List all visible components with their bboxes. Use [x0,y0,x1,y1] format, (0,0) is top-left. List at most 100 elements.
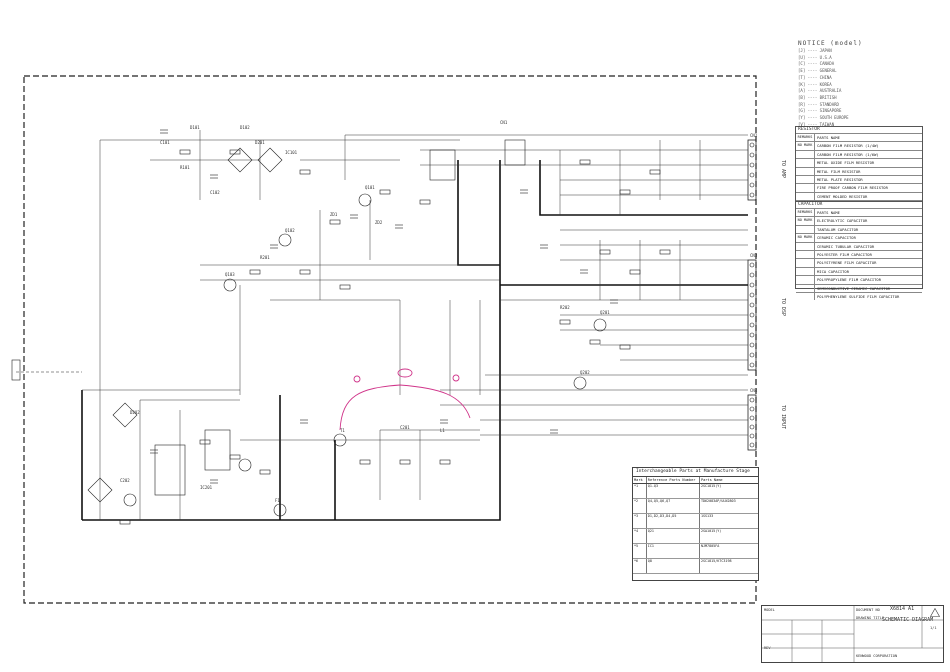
components [87,129,755,525]
transistor-symbol [573,376,587,390]
interchangeable-cell-name: 1SS133 [700,514,714,518]
connector-pin [749,352,755,358]
legend-row: POLYESTER FILM CAPACITOR [796,249,922,259]
interchangeable-cell-ref: Q4,Q5,Q6,Q7 [647,499,700,513]
component-reference-label: C101 [160,140,170,145]
component-reference-label: R101 [180,165,190,170]
notice-title: NOTICE (model) [798,40,863,47]
interchangeable-cell-name: NJM7805FA [700,544,720,548]
legend-part-name: CARBON FILM RESISTOR (1/6W) [817,151,879,157]
bridge-rectifier-symbol [112,402,138,428]
power-bus [81,160,748,521]
interchangeable-cell-name: 2SC1815(Y) [700,484,722,488]
resistor-header-remarks: REMARKS [796,134,815,142]
notice-row: [R] ---- STANDARD [798,101,839,107]
transistor-symbol [358,193,372,207]
connector-pin [749,342,755,348]
connector-label-dsp: TO DSP [780,298,786,317]
notice-panel: NOTICE (model) [J] ---- JAPAN[U] ---- U.… [798,40,888,128]
legend-mark [796,259,815,267]
legend-part-name: POLYSTYRENE FILM CAPACITOR [817,260,877,266]
legend-row: CARBON FILM RESISTOR (1/6W) [796,149,922,159]
resistor-symbol [179,149,191,155]
resistor-symbol [249,269,261,275]
title-block-grid [762,606,943,662]
connector-pin [749,162,755,168]
component-reference-label: ZD1 [330,212,338,217]
legend-mark [796,276,815,284]
transistor-symbol [278,233,292,247]
connector-pin [749,332,755,338]
component-reference-label: F1 [275,498,280,503]
ic-symbol [154,444,186,496]
connector-to-input [747,394,757,451]
legend-row: MICA CAPACITOR [796,266,922,276]
connector-pin [749,424,755,430]
legend-row: METAL FILM RESISTOR [796,166,922,175]
interchangeable-cell-mark: *4 [633,529,647,543]
connector-pin [749,397,755,403]
resistor-header-name: PARTS NAME [817,135,840,140]
legend-part-name: POLYPHENYLENE SULFIDE FILM CAPACITOR [817,293,900,299]
connector-pin [749,182,755,188]
connector-to-amp [747,139,757,201]
connector-pin [749,152,755,158]
interchangeable-cell-name: TD62083AP/ULN2803 [700,499,736,503]
legend-row: POLYPHENYLENE SULFIDE FILM CAPACITOR [796,291,922,301]
legend-part-name: MICA CAPACITOR [817,268,850,274]
resistor-symbol [559,319,571,325]
resistor-symbol [619,189,631,195]
resistor-symbol [399,459,411,465]
legend-row: TANTALUM CAPACITOR [796,224,922,234]
legend-mark [796,225,815,234]
legend-part-name: TANTALUM CAPACITOR [817,226,859,232]
interchangeable-header-ref: Reference Parts Number [647,477,700,483]
resistor-symbol [659,249,671,255]
notice-row: [Y] ---- SOUTH EUROPE [798,115,849,121]
interchangeable-header-name: Parts Name [700,478,723,482]
title-block-company: KENWOOD CORPORATION [856,654,898,658]
connector-label-amp: TO AMP [780,160,786,179]
notice-row: [G] ---- SINGAPORE [798,108,842,114]
transistor-symbol [593,318,607,332]
title-block-title-label: DRAWING TITLE [856,616,885,620]
interchangeable-cell-mark: *6 [633,559,647,573]
connector-pin [749,415,755,421]
transistor-symbol [333,433,347,447]
component-reference-label: CN2 [750,133,758,138]
notice-row: [T] ---- CHINA [798,74,832,80]
connector-pin [749,262,755,268]
resistor-symbol [629,269,641,275]
title-block-drawing-no-label: DOCUMENT NO [856,608,880,612]
notice-row: [E] ---- GENERAL [798,68,837,74]
legend-part-name: SEMICONDUCTIVE CERAMIC CAPACITOR [817,285,891,291]
legend-row: POLYPROPYLENE FILM CAPACITOR [796,275,922,284]
interchangeable-cell-name: 2SC1815/KTC3198 [700,559,732,563]
legend-part-name: ELECTROLYTIC CAPACITOR [817,218,868,224]
component-reference-label: Q103 [225,272,235,277]
legend-mark [796,159,815,167]
connector-pin [749,406,755,412]
legend-mark [796,284,815,292]
legend-part-name: METAL OXIDE FILM RESISTOR [817,160,875,166]
legend-row: METAL PLATE RESISTOR [796,174,922,184]
connector-pin [749,292,755,298]
capacitor-header-remarks: REMARKS [796,209,815,217]
connector-pin [749,312,755,318]
resistor-symbol [649,169,661,175]
resistor-symbol [579,159,591,165]
legend-part-name: CERAMIC CAPACITOR [817,235,856,241]
notice-row: [U] ---- U.S.A [798,54,832,60]
connector-label-input: TO INPUT [780,405,786,430]
legend-part-name: METAL PLATE RESISTOR [817,176,863,182]
ic-symbol [504,139,526,166]
title-block-drawing-no: X6814 A1 [890,606,915,612]
signal-wiring [82,130,748,520]
